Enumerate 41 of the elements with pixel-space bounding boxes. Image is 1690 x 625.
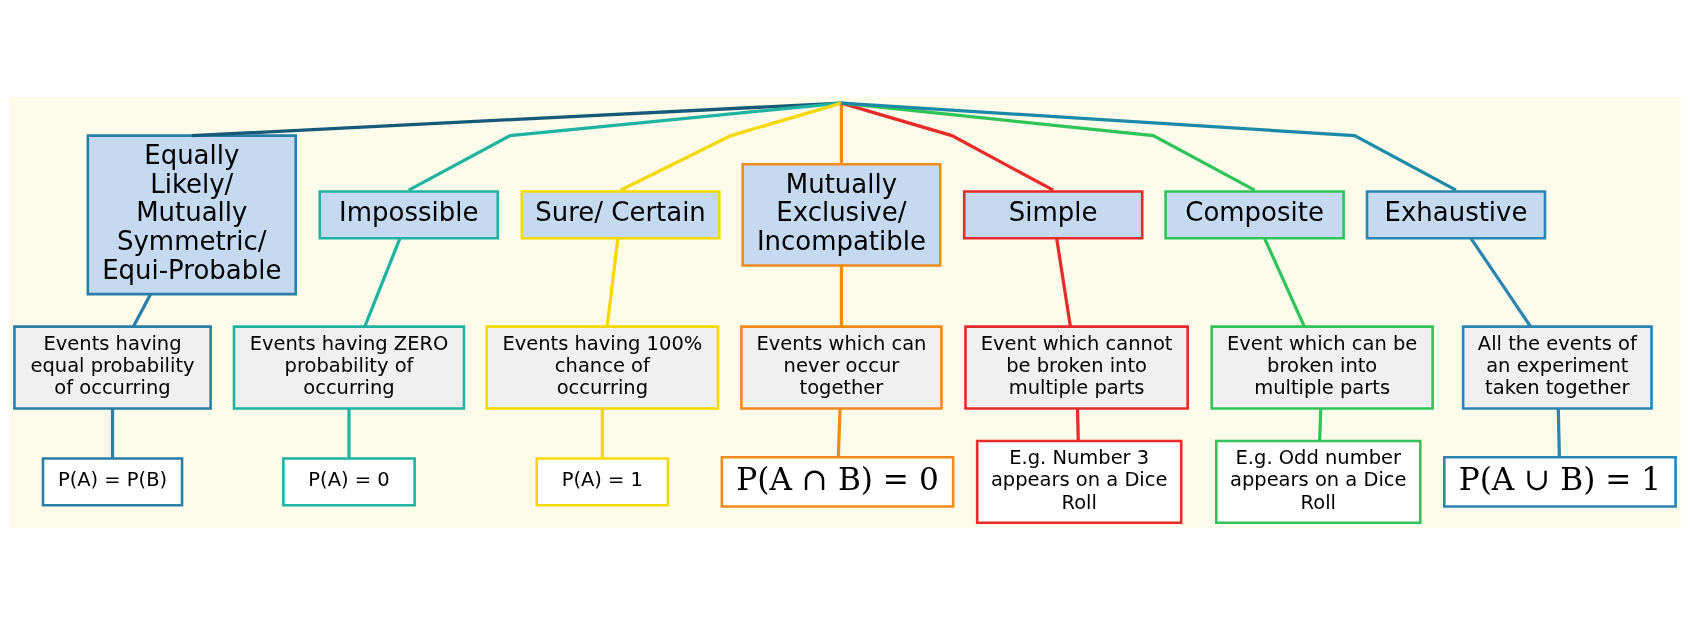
node-box: P(A) = P(B) xyxy=(41,457,184,507)
node-box: Mutually Exclusive/ Incompatible xyxy=(741,162,942,267)
node-box: P(A ∪ B) = 1 xyxy=(1443,455,1677,508)
connector xyxy=(1556,408,1561,457)
connector xyxy=(1075,408,1080,441)
connector xyxy=(841,101,1054,192)
node-box: P(A) = 1 xyxy=(535,457,670,507)
connector xyxy=(1263,237,1306,328)
connector xyxy=(836,408,842,457)
connector xyxy=(347,408,351,458)
connector xyxy=(841,101,1256,192)
node-box: Events which can never occur together xyxy=(740,325,943,410)
node-box: All the events of an experiment taken together xyxy=(1461,325,1653,410)
connector xyxy=(1318,408,1323,441)
node-box: Event which cannot be broken into multiple parts xyxy=(964,325,1189,410)
node-box: E.g. Odd number appears on a Dice Roll xyxy=(1214,439,1422,525)
node-box: Simple xyxy=(962,190,1144,240)
node-box: Composite xyxy=(1164,190,1345,240)
node-box: P(A ∩ B) = 0 xyxy=(720,455,955,508)
connector xyxy=(363,237,402,328)
connector xyxy=(841,101,1457,192)
connector xyxy=(619,101,842,192)
node-box: Sure/ Certain xyxy=(520,190,721,240)
connector xyxy=(1055,238,1072,327)
connector xyxy=(110,408,115,458)
node-box: Event which can be broken into multiple parts xyxy=(1210,325,1434,410)
connector xyxy=(839,265,844,327)
node-box: Impossible xyxy=(318,190,500,240)
connector xyxy=(408,101,842,192)
node-box: Events having ZERO probability of occurring xyxy=(232,325,466,410)
node-box: Events having equal probability of occurring xyxy=(13,325,212,410)
node-box: Equally Likely/ Mutually Symmetric/ Equi-Probable xyxy=(86,134,298,296)
node-box: Exhaustive xyxy=(1365,190,1547,240)
connector xyxy=(132,293,152,328)
node-box: Events having 100% chance of occurring xyxy=(485,325,720,410)
connector xyxy=(600,408,604,458)
connector xyxy=(839,103,844,163)
connector xyxy=(605,238,620,327)
connector xyxy=(1469,237,1532,328)
node-box: P(A) = 0 xyxy=(282,457,416,507)
node-box: E.g. Number 3 appears on a Dice Roll xyxy=(975,439,1183,525)
